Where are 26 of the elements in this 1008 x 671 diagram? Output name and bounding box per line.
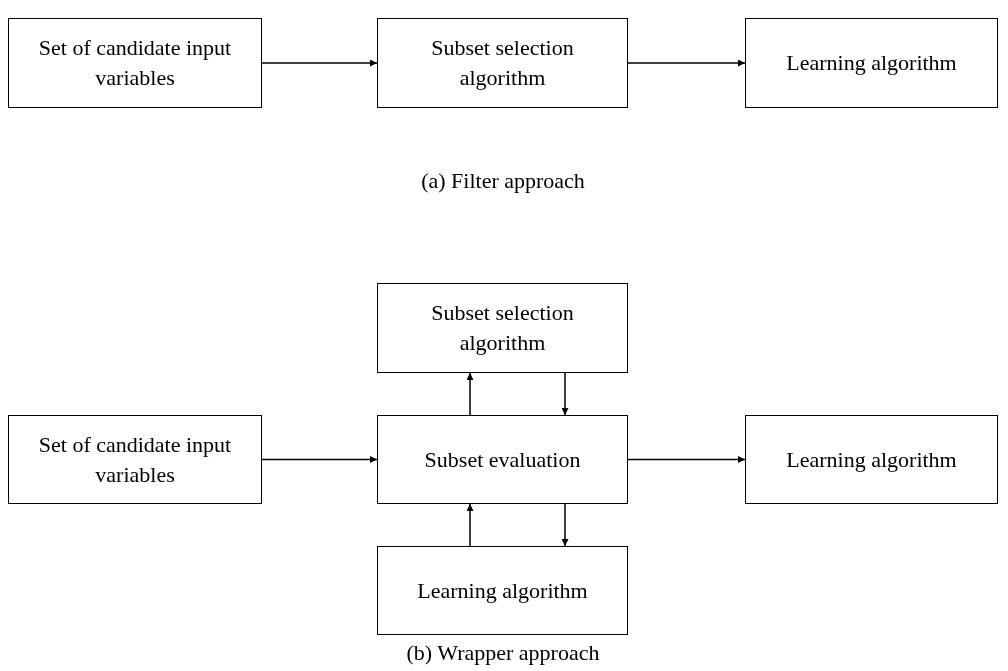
process-box [377, 546, 628, 635]
process-box [8, 415, 262, 504]
box-label: Learning algorithm [785, 445, 958, 474]
arrow [627, 456, 746, 463]
arrow [466, 503, 474, 547]
arrow [627, 59, 746, 67]
arrow [561, 372, 569, 416]
caption: (a) Filter approach [421, 168, 585, 194]
process-box [8, 18, 262, 108]
process-box [745, 415, 998, 504]
arrow [466, 372, 474, 416]
process-box [745, 18, 998, 108]
arrow [261, 456, 378, 463]
process-box [377, 283, 628, 373]
process-box [377, 415, 628, 504]
arrow [561, 503, 569, 547]
box-label: Subset selection algorithm [430, 34, 575, 92]
process-box [377, 18, 628, 108]
arrow [261, 59, 378, 67]
box-label: Set of candidate input variables [37, 430, 233, 489]
caption: (b) Wrapper approach [406, 640, 600, 666]
box-label: Learning algorithm [416, 576, 589, 605]
box-label: Subset evaluation [423, 445, 582, 474]
box-label: Learning algorithm [785, 49, 958, 77]
box-label: Set of candidate input variables [37, 34, 233, 92]
box-label: Subset selection algorithm [430, 299, 575, 357]
